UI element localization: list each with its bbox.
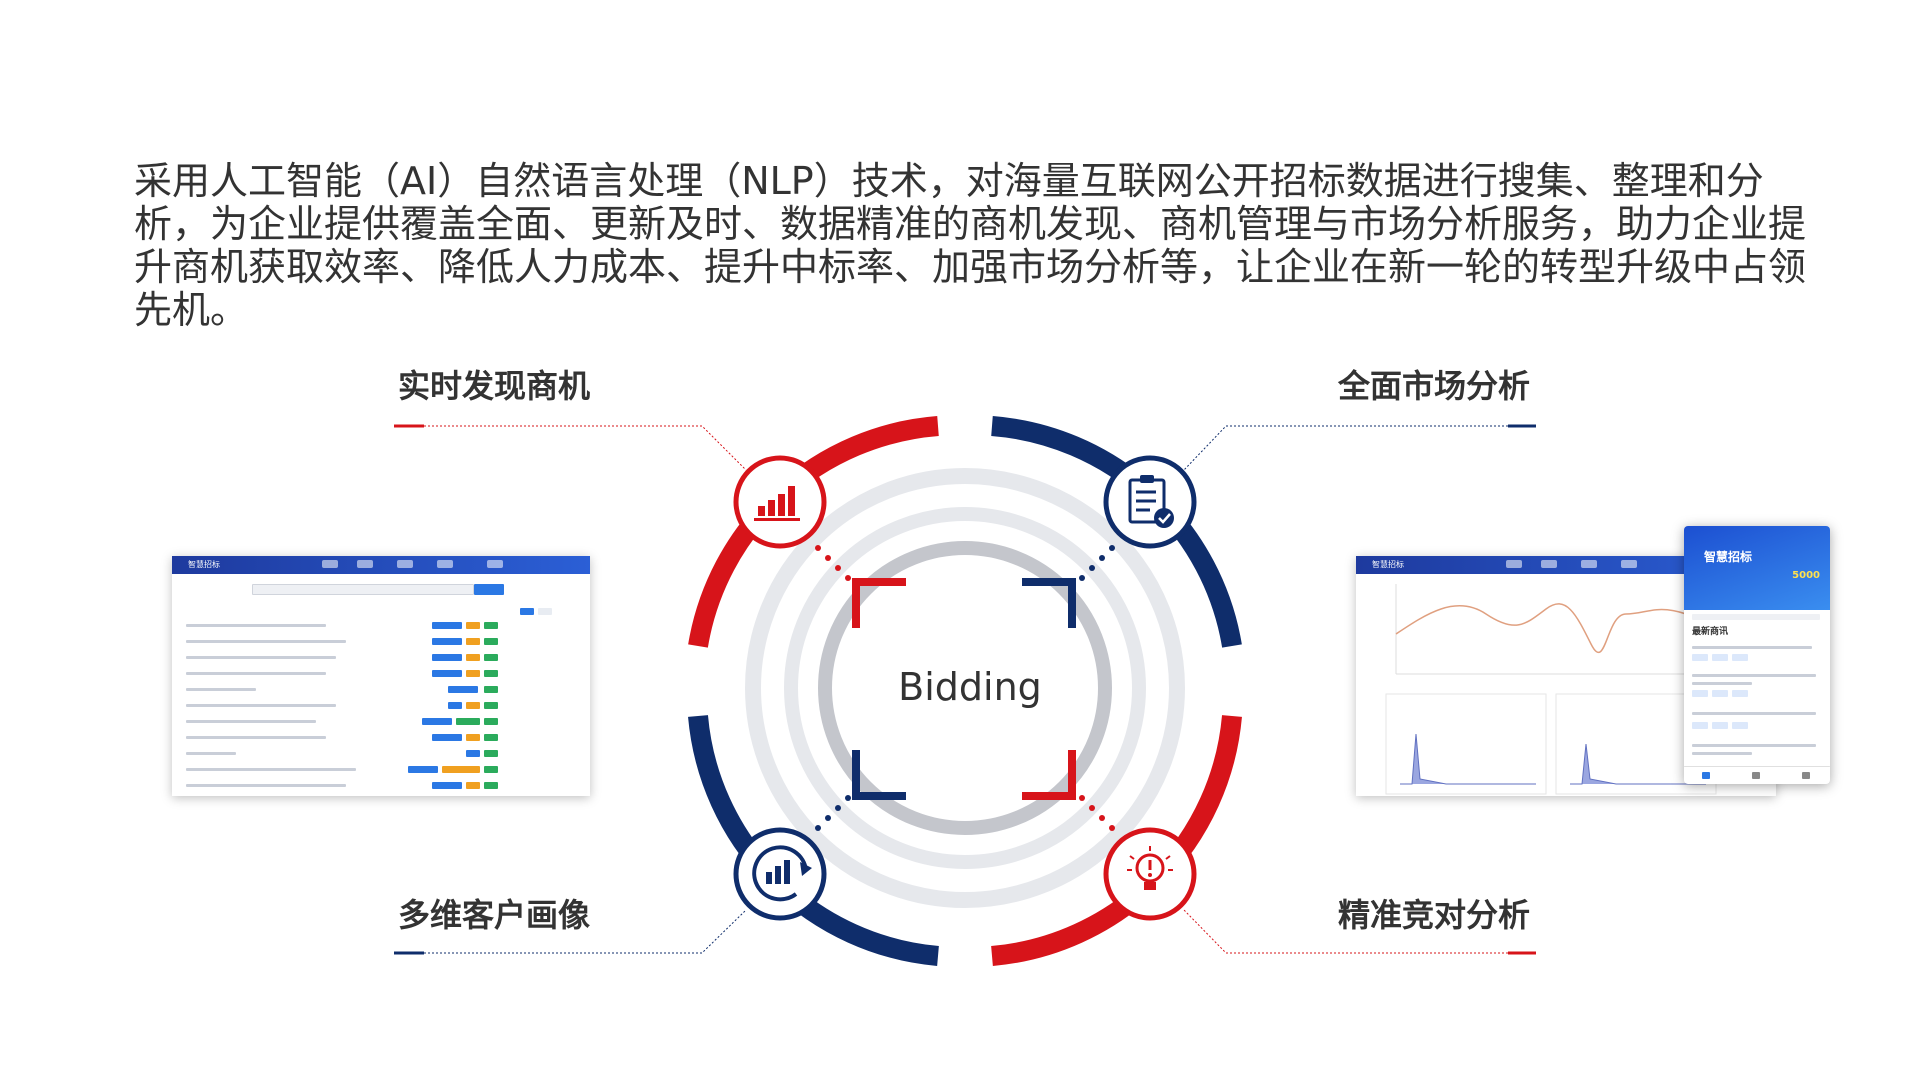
bracket-top-left: [852, 578, 906, 628]
feature-title-competitor-analysis: 精准竞对分析: [1338, 896, 1531, 934]
feature-title-market-analysis: 全面市场分析: [1338, 367, 1531, 405]
lightbulb-icon: [1103, 827, 1197, 921]
ring-light-middle: [784, 507, 1146, 869]
app-logo: 智慧招标: [1372, 560, 1404, 569]
connector-top-right: [1183, 425, 1508, 471]
diagonal-dots: [815, 545, 1115, 831]
connector-top-left: [424, 425, 747, 471]
intro-paragraph: 采用人工智能（AI）自然语言处理（NLP）技术，对海量互联网公开招标数据进行搜集…: [134, 159, 1807, 332]
center-brackets: [852, 578, 1076, 800]
ring-light-outer: [745, 468, 1185, 908]
feature-title-realtime-opportunities: 实时发现商机: [398, 367, 591, 405]
screenshot-opportunity-list: 智慧招标: [172, 556, 590, 796]
connector-lines: [394, 424, 1536, 955]
mobile-highlight-number: 5000: [1792, 570, 1820, 581]
bracket-bottom-left: [852, 750, 906, 800]
bracket-bottom-right: [1022, 750, 1076, 800]
checklist-icon: [1103, 455, 1197, 549]
app-logo: 智慧招标: [188, 560, 220, 569]
bracket-top-right: [1022, 578, 1076, 628]
mobile-section-title: 最新商讯: [1692, 627, 1729, 637]
center-label: Bidding: [898, 665, 1042, 709]
ring-grey-inner: [818, 541, 1112, 835]
mobile-brand: 智慧招标: [1704, 550, 1753, 564]
chart-refresh-icon: [733, 827, 827, 921]
connector-bottom-right: [1183, 909, 1508, 954]
bar-chart-icon: [733, 455, 827, 549]
feature-title-customer-profile: 多维客户画像: [398, 896, 591, 934]
app-header: 智慧招标: [1356, 556, 1776, 574]
screenshot-mobile-app: 智慧招标 5000 最新商讯: [1684, 526, 1830, 784]
connector-bottom-left: [424, 909, 747, 954]
center-disc: [843, 566, 1087, 810]
mobile-header: 智慧招标 5000: [1684, 526, 1830, 610]
app-header: 智慧招标: [172, 556, 590, 574]
